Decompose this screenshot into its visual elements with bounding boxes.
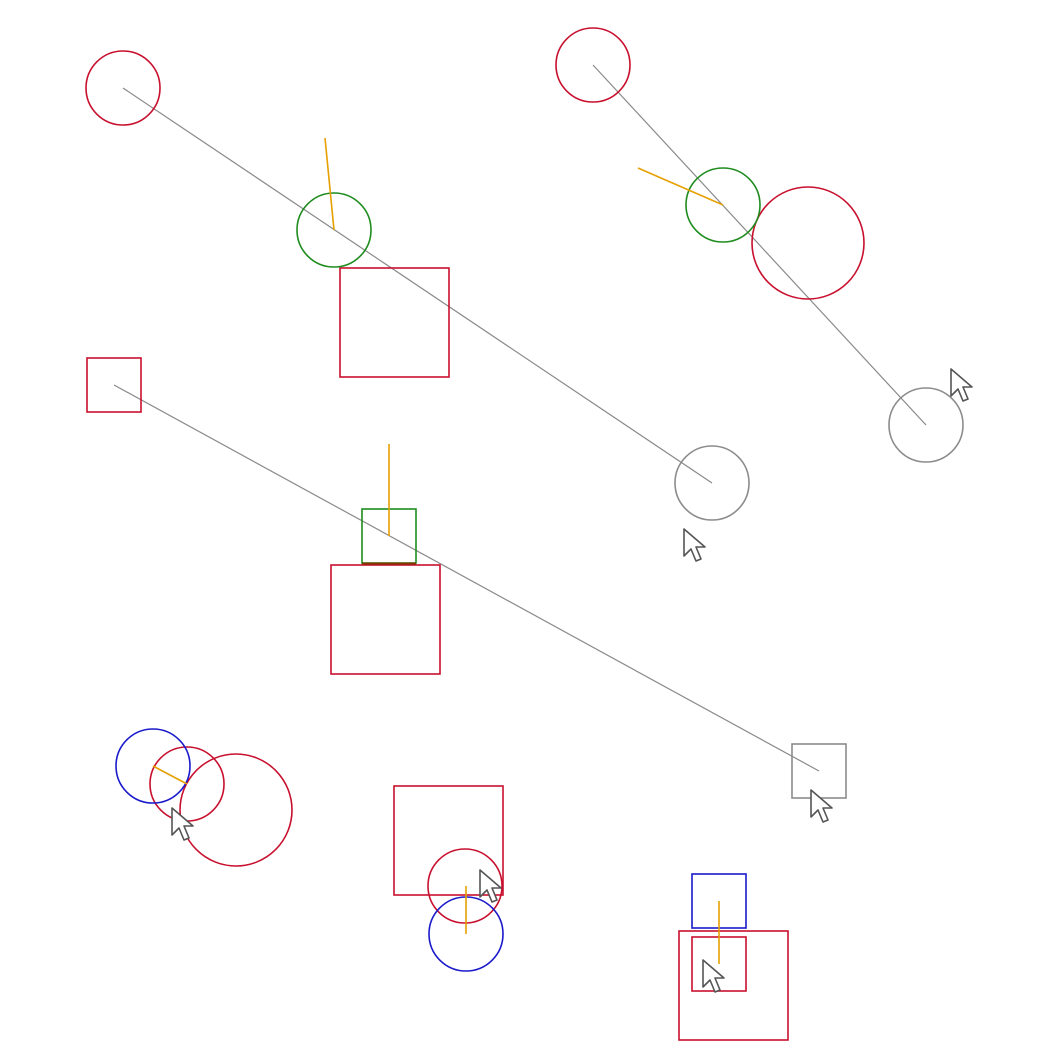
large-red-square — [339, 267, 450, 378]
group-bottom-middle — [393, 785, 504, 972]
start-square — [86, 357, 142, 413]
direction-line-orange — [324, 137, 335, 231]
group-bottom-right-squares — [678, 873, 789, 1041]
mouse-pointer-arrow-icon — [950, 368, 973, 402]
connector-line — [592, 64, 927, 426]
large-red-square — [678, 930, 789, 1041]
start-circle — [555, 27, 631, 103]
target-circle-gray — [674, 445, 750, 521]
mouse-pointer-arrow-icon — [810, 789, 833, 823]
large-red-circle — [751, 186, 865, 300]
mouse-pointer-arrow-icon — [683, 528, 706, 562]
large-red-circle — [179, 753, 293, 867]
red-circle — [427, 848, 503, 924]
group-top-right-circles — [555, 27, 973, 463]
target-circle-gray — [888, 387, 964, 463]
mouse-pointer-arrow-icon — [479, 869, 502, 903]
large-red-square — [330, 564, 441, 675]
group-bottom-left-circles — [115, 728, 293, 867]
group-middle-squares — [86, 357, 847, 823]
group-top-left-circles — [85, 50, 750, 562]
midpoint-circle-green — [296, 192, 372, 268]
large-red-square — [393, 785, 504, 896]
start-circle — [85, 50, 161, 126]
mouse-pointer-arrow-icon — [171, 807, 194, 841]
mouse-pointer-arrow-icon — [702, 959, 725, 993]
direction-line-orange — [637, 167, 724, 206]
midpoint-circle-green — [685, 167, 761, 243]
direction-line-orange — [152, 765, 188, 785]
blue-circle — [115, 728, 191, 804]
connector-line — [113, 384, 820, 772]
connector-line — [122, 87, 713, 484]
